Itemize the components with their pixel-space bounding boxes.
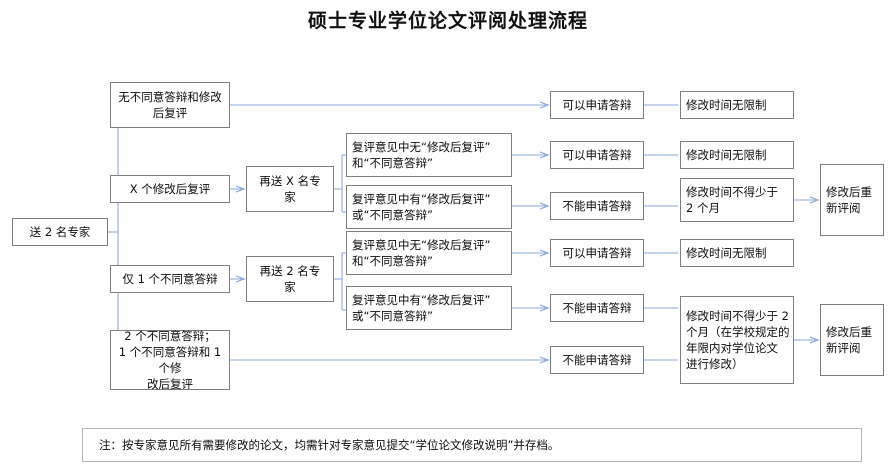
node-review-2-has[interactable]: 复评意见中有“修改后复评” 或“不同意答辩” bbox=[346, 286, 512, 330]
node-result-c1-allowed[interactable]: 可以申请答辩 bbox=[550, 239, 644, 267]
node-review-x-none[interactable]: 复评意见中无“修改后复评” 和“不同意答辩” bbox=[346, 133, 512, 177]
node-result-b1-allowed[interactable]: 可以申请答辩 bbox=[550, 141, 644, 169]
node-time-cd-min-two-months[interactable]: 修改时间不得少于 2 个月（在学校规定的 年限内对学位论文 进行修改） bbox=[680, 296, 794, 384]
node-time-c1-unlimited[interactable]: 修改时间无限制 bbox=[680, 239, 794, 267]
node-resend-x-experts[interactable]: 再送 X 名专 家 bbox=[246, 166, 334, 212]
footer-note: 注：按专家意见所有需要修改的论文，均需针对专家意见提交“学位论文修改说明”并存档… bbox=[82, 428, 862, 462]
node-time-a-unlimited-label: 修改时间无限制 bbox=[686, 98, 767, 112]
node-reevaluate-bottom-label: 修改后重 新评阅 bbox=[826, 325, 872, 355]
node-start[interactable]: 送 2 名专家 bbox=[12, 218, 108, 246]
node-branch-two-objection-label: 2 个不同意答辩； 1 个不同意答辩和 1 个修 改后复评 bbox=[118, 329, 222, 391]
node-branch-no-objection[interactable]: 无不同意答辩和修改 后复评 bbox=[110, 82, 230, 128]
node-result-a-allowed-label: 可以申请答辩 bbox=[562, 98, 632, 112]
node-result-c2-denied[interactable]: 不能申请答辩 bbox=[550, 294, 644, 322]
node-time-a-unlimited[interactable]: 修改时间无限制 bbox=[680, 91, 794, 119]
node-result-b2-denied[interactable]: 不能申请答辩 bbox=[550, 192, 644, 220]
node-resend-x-experts-label: 再送 X 名专 家 bbox=[259, 174, 321, 204]
node-reevaluate-bottom[interactable]: 修改后重 新评阅 bbox=[820, 304, 884, 376]
node-branch-x-revise[interactable]: X 个修改后复评 bbox=[110, 175, 230, 203]
node-start-label: 送 2 名专家 bbox=[29, 225, 91, 239]
node-time-b1-unlimited-label: 修改时间无限制 bbox=[686, 148, 767, 162]
node-result-c1-allowed-label: 可以申请答辩 bbox=[562, 246, 632, 260]
node-branch-one-objection-label: 仅 1 个不同意答辩 bbox=[122, 272, 218, 286]
node-review-2-none-label: 复评意见中无“修改后复评” 和“不同意答辩” bbox=[352, 238, 491, 268]
footer-note-text: 注：按专家意见所有需要修改的论文，均需针对专家意见提交“学位论文修改说明”并存档… bbox=[99, 438, 560, 452]
node-time-cd-min-two-months-label: 修改时间不得少于 2 个月（在学校规定的 年限内对学位论文 进行修改） bbox=[686, 309, 790, 371]
node-review-x-has[interactable]: 复评意见中有“修改后复评” 或“不同意答辩” bbox=[346, 185, 512, 229]
page-title: 硕士专业学位论文评阅处理流程 bbox=[307, 10, 588, 32]
node-result-d-denied-label: 不能申请答辩 bbox=[562, 353, 632, 367]
node-branch-x-revise-label: X 个修改后复评 bbox=[129, 182, 211, 196]
node-branch-no-objection-label: 无不同意答辩和修改 后复评 bbox=[118, 90, 222, 120]
node-result-a-allowed[interactable]: 可以申请答辩 bbox=[550, 91, 644, 119]
node-result-c2-denied-label: 不能申请答辩 bbox=[562, 301, 632, 315]
node-time-b2-min-two-months[interactable]: 修改时间不得少于 2 个月 bbox=[680, 178, 794, 222]
node-reevaluate-top-label: 修改后重 新评阅 bbox=[826, 185, 872, 215]
node-resend-2-experts-label: 再送 2 名专 家 bbox=[259, 264, 321, 294]
node-branch-two-objection[interactable]: 2 个不同意答辩； 1 个不同意答辩和 1 个修 改后复评 bbox=[110, 329, 230, 391]
node-time-b2-min-two-months-label: 修改时间不得少于 2 个月 bbox=[686, 185, 778, 215]
node-time-b1-unlimited[interactable]: 修改时间无限制 bbox=[680, 141, 794, 169]
node-time-c1-unlimited-label: 修改时间无限制 bbox=[686, 246, 767, 260]
node-result-b1-allowed-label: 可以申请答辩 bbox=[562, 148, 632, 162]
node-result-d-denied[interactable]: 不能申请答辩 bbox=[550, 346, 644, 374]
node-resend-2-experts[interactable]: 再送 2 名专 家 bbox=[246, 256, 334, 302]
node-review-x-none-label: 复评意见中无“修改后复评” 和“不同意答辩” bbox=[352, 140, 491, 170]
node-reevaluate-top[interactable]: 修改后重 新评阅 bbox=[820, 164, 884, 236]
node-branch-one-objection[interactable]: 仅 1 个不同意答辩 bbox=[110, 265, 230, 293]
node-review-x-has-label: 复评意见中有“修改后复评” 或“不同意答辩” bbox=[352, 192, 491, 222]
node-review-2-has-label: 复评意见中有“修改后复评” 或“不同意答辩” bbox=[352, 293, 491, 323]
node-review-2-none[interactable]: 复评意见中无“修改后复评” 和“不同意答辩” bbox=[346, 231, 512, 275]
node-result-b2-denied-label: 不能申请答辩 bbox=[562, 199, 632, 213]
